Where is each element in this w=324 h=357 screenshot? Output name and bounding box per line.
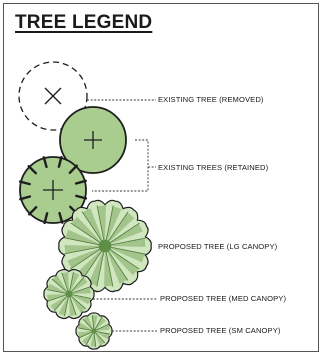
label-proposed-tree-sm: PROPOSED TREE (SM CANOPY) xyxy=(160,326,281,335)
label-existing-trees-retained: EXISTING TREES (RETAINED) xyxy=(158,163,268,172)
label-proposed-tree-med: PROPOSED TREE (MED CANOPY) xyxy=(160,294,286,303)
label-proposed-tree-lg: PROPOSED TREE (LG CANOPY) xyxy=(158,242,277,251)
label-existing-tree-removed: EXISTING TREE (REMOVED) xyxy=(158,95,264,104)
proposed-tree-sm-symbol xyxy=(76,313,112,349)
proposed-tree-med-symbol xyxy=(44,269,94,318)
